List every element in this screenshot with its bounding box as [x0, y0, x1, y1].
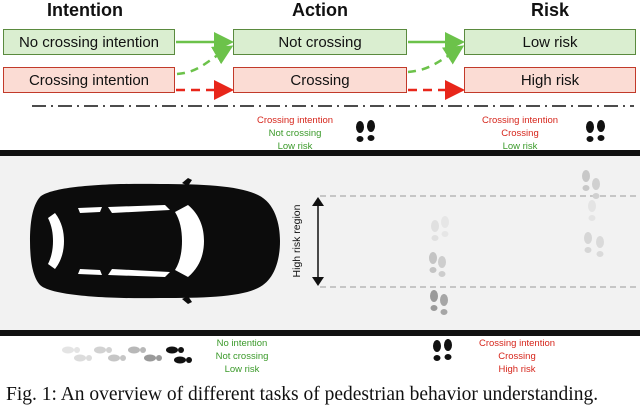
footprints-crossing-icon	[429, 216, 452, 361]
box-low-risk: Low risk	[464, 29, 636, 55]
header-action: Action	[292, 0, 348, 20]
label-bottom-right: Crossing intention Crossing High risk	[462, 337, 572, 376]
label-top-right-line3: Low risk	[502, 141, 538, 152]
footprints-top-left-icon	[356, 120, 375, 142]
arrow-crossing-to-low-risk	[407, 45, 465, 74]
region-label: High risk region	[291, 204, 303, 277]
header-intention: Intention	[47, 0, 123, 20]
label-bottom-left-line3: Low risk	[224, 364, 260, 375]
header-risk: Risk	[530, 0, 570, 20]
footprints-top-right-icon	[586, 120, 605, 142]
box-not-crossing: Not crossing	[233, 29, 407, 55]
label-top-left: Crossing intention Not crossing Low risk	[240, 114, 350, 153]
label-top-left-line1: Crossing intention	[256, 115, 334, 126]
label-bottom-left-line1: No intention	[216, 338, 268, 349]
box-crossing: Crossing	[233, 67, 407, 93]
label-top-right: Crossing intention Crossing Low risk	[465, 114, 575, 153]
label-bottom-right-line2: Crossing	[498, 351, 536, 362]
label-bottom-right-line3: High risk	[498, 364, 536, 375]
label-bottom-right-line1: Crossing intention	[478, 338, 556, 349]
footprints-walking-icon	[62, 346, 192, 364]
figure-caption: Fig. 1: An overview of different tasks o…	[6, 384, 599, 405]
label-top-right-line1: Crossing intention	[481, 115, 559, 126]
label-top-right-line2: Crossing	[501, 128, 539, 139]
footprints-right-lane-icon	[582, 170, 604, 257]
label-top-left-line2: Not crossing	[268, 128, 322, 139]
road-top-edge	[0, 150, 640, 156]
label-top-left-line3: Low risk	[277, 141, 313, 152]
road-bottom-edge	[0, 330, 640, 336]
label-bottom-left: No intention Not crossing Low risk	[187, 337, 297, 376]
label-bottom-left-line2: Not crossing	[215, 351, 269, 362]
arrow-crossing-intention-to-not-crossing	[176, 45, 234, 76]
car-icon	[30, 178, 280, 304]
box-high-risk: High risk	[464, 67, 636, 93]
box-no-crossing-intention: No crossing intention	[3, 29, 175, 55]
box-crossing-intention: Crossing intention	[3, 67, 175, 93]
